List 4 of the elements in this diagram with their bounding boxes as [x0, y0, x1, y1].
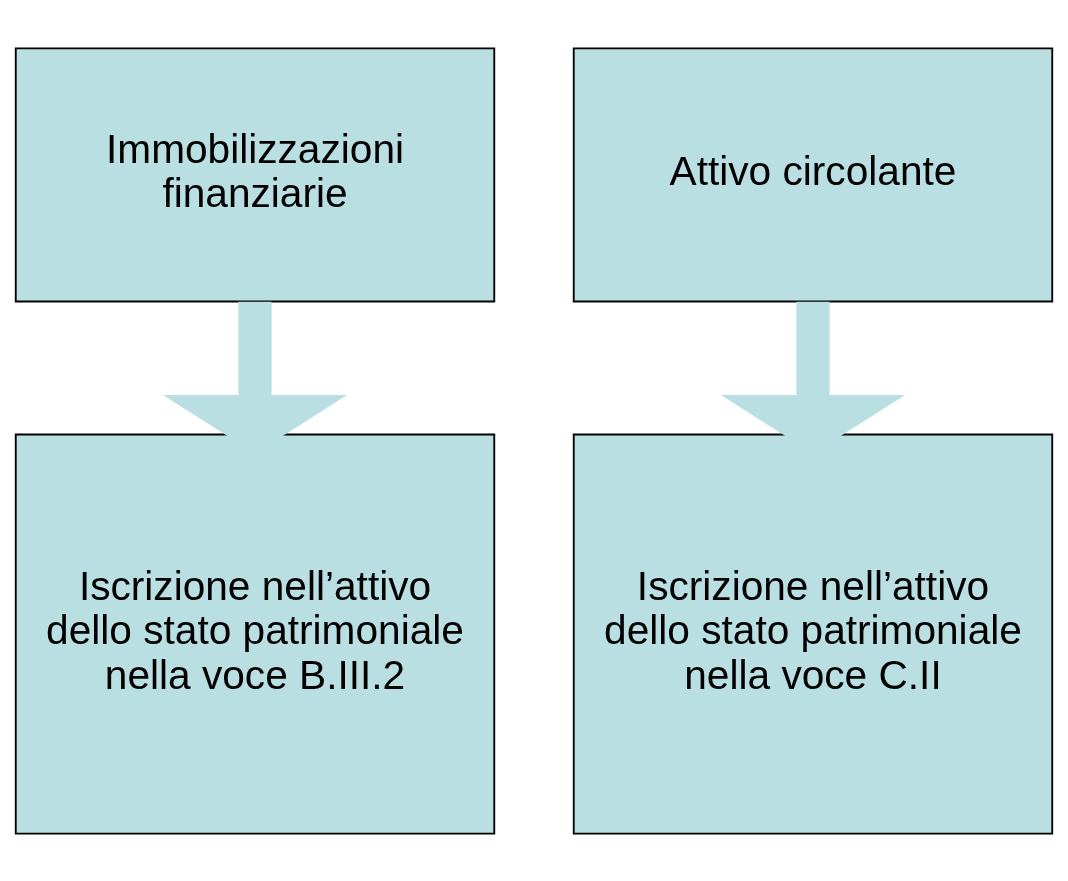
node-box: Attivo circolante: [572, 46, 1054, 302]
node-box: Iscrizione nell’attivo dello stato patrimoniale nella voce B.III.2: [14, 433, 496, 835]
node-box: Iscrizione nell’attivo dello stato patrimoniale nella voce C.II: [572, 433, 1054, 835]
node-box: Immobilizzazioni finanziarie: [14, 46, 496, 302]
